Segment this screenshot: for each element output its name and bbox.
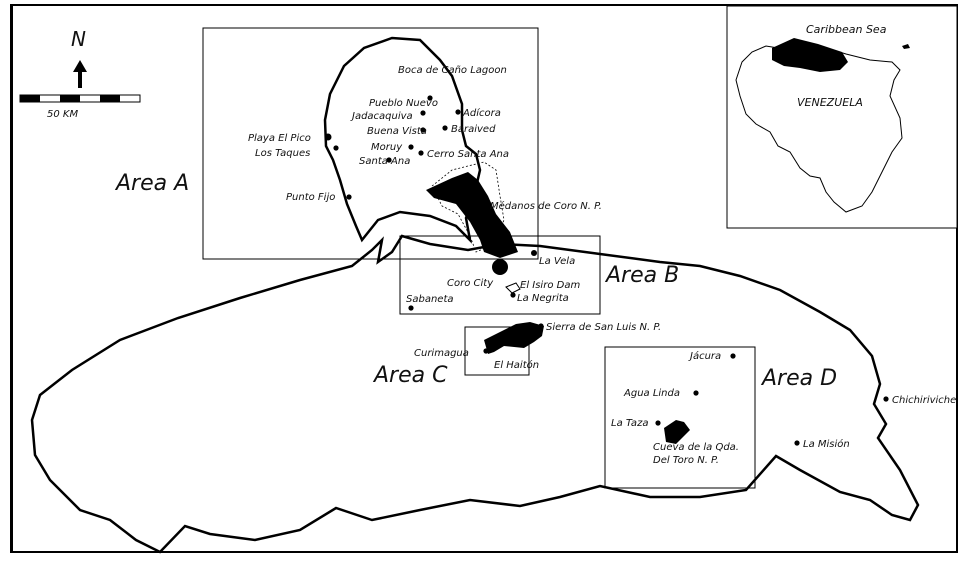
cueva-del-toro-shape [664, 420, 690, 444]
medanos-dotted-boundary [431, 161, 505, 253]
inset-island-shape [902, 44, 910, 49]
label-adicora: Adícora [462, 107, 501, 119]
area-d-label: Area D [760, 366, 837, 391]
label-sabaneta: Sabaneta [406, 294, 454, 305]
area-b-label: Area B [604, 263, 679, 288]
label-baraived: Baraived [451, 124, 496, 135]
label-el-isiro: El Isiro Dam [520, 280, 580, 291]
label-cueva-2: Del Toro N. P. [653, 455, 719, 466]
label-la-mision: La Misión [803, 438, 850, 450]
paraguana-peninsula-outline [323, 36, 482, 244]
caribbean-sea-label: Caribbean Sea [806, 23, 887, 36]
area-a-label: Area A [114, 171, 189, 196]
label-curimagua: Curimagua [414, 348, 469, 359]
label-agua-linda: Agua Linda [623, 388, 680, 399]
label-el-haiton: El Haitón [494, 359, 539, 371]
label-coro-city: Coro City [447, 278, 494, 289]
inset-box [726, 5, 958, 229]
label-pueblo-nuevo: Pueblo Nuevo [369, 98, 438, 109]
scale-bar [19, 94, 141, 103]
label-cueva-1: Cueva de la Qda. [653, 442, 739, 453]
label-boca: Boca de Caño Lagoon [398, 65, 507, 76]
label-la-vela: La Vela [539, 256, 575, 267]
area-a-box [202, 27, 539, 260]
label-playa-el-pico: Playa El Pico [248, 133, 311, 144]
label-la-negrita: La Negrita [517, 293, 569, 304]
label-los-taques: Los Taques [255, 148, 310, 159]
north-label: N [71, 27, 86, 51]
coro-city-marker [492, 259, 508, 275]
falcon-highlight [772, 38, 848, 72]
north-arrow-icon [73, 60, 87, 88]
label-medanos: Médanos de Coro N. P. [490, 200, 602, 212]
label-chichiriviche: Chichiriviche [892, 395, 956, 406]
scale-label: 50 KM [47, 109, 78, 120]
falcon-mainland-outline [30, 234, 920, 554]
label-moruy: Moruy [371, 142, 403, 153]
label-jadacaquiva: Jadacaquiva [350, 111, 413, 122]
label-la-taza: La Taza [611, 418, 648, 429]
area-b-box [399, 235, 601, 315]
label-cerro-santa-ana: Cerro Santa Ana [427, 149, 509, 160]
el-isiro-dam-shape [505, 282, 521, 294]
label-santa-ana: Santa Ana [359, 156, 410, 167]
label-sierra: Sierra de San Luis N. P. [546, 322, 661, 333]
area-c-box [464, 326, 530, 376]
label-jacura: Jácura [688, 350, 721, 362]
area-c-label: Area C [372, 363, 448, 388]
area-d-box [604, 346, 756, 489]
location-markers [324, 95, 889, 446]
label-punto-fijo: Punto Fijo [286, 192, 335, 203]
venezuela-label: VENEZUELA [797, 96, 863, 109]
label-buena-vista: Buena Vista [367, 126, 427, 137]
